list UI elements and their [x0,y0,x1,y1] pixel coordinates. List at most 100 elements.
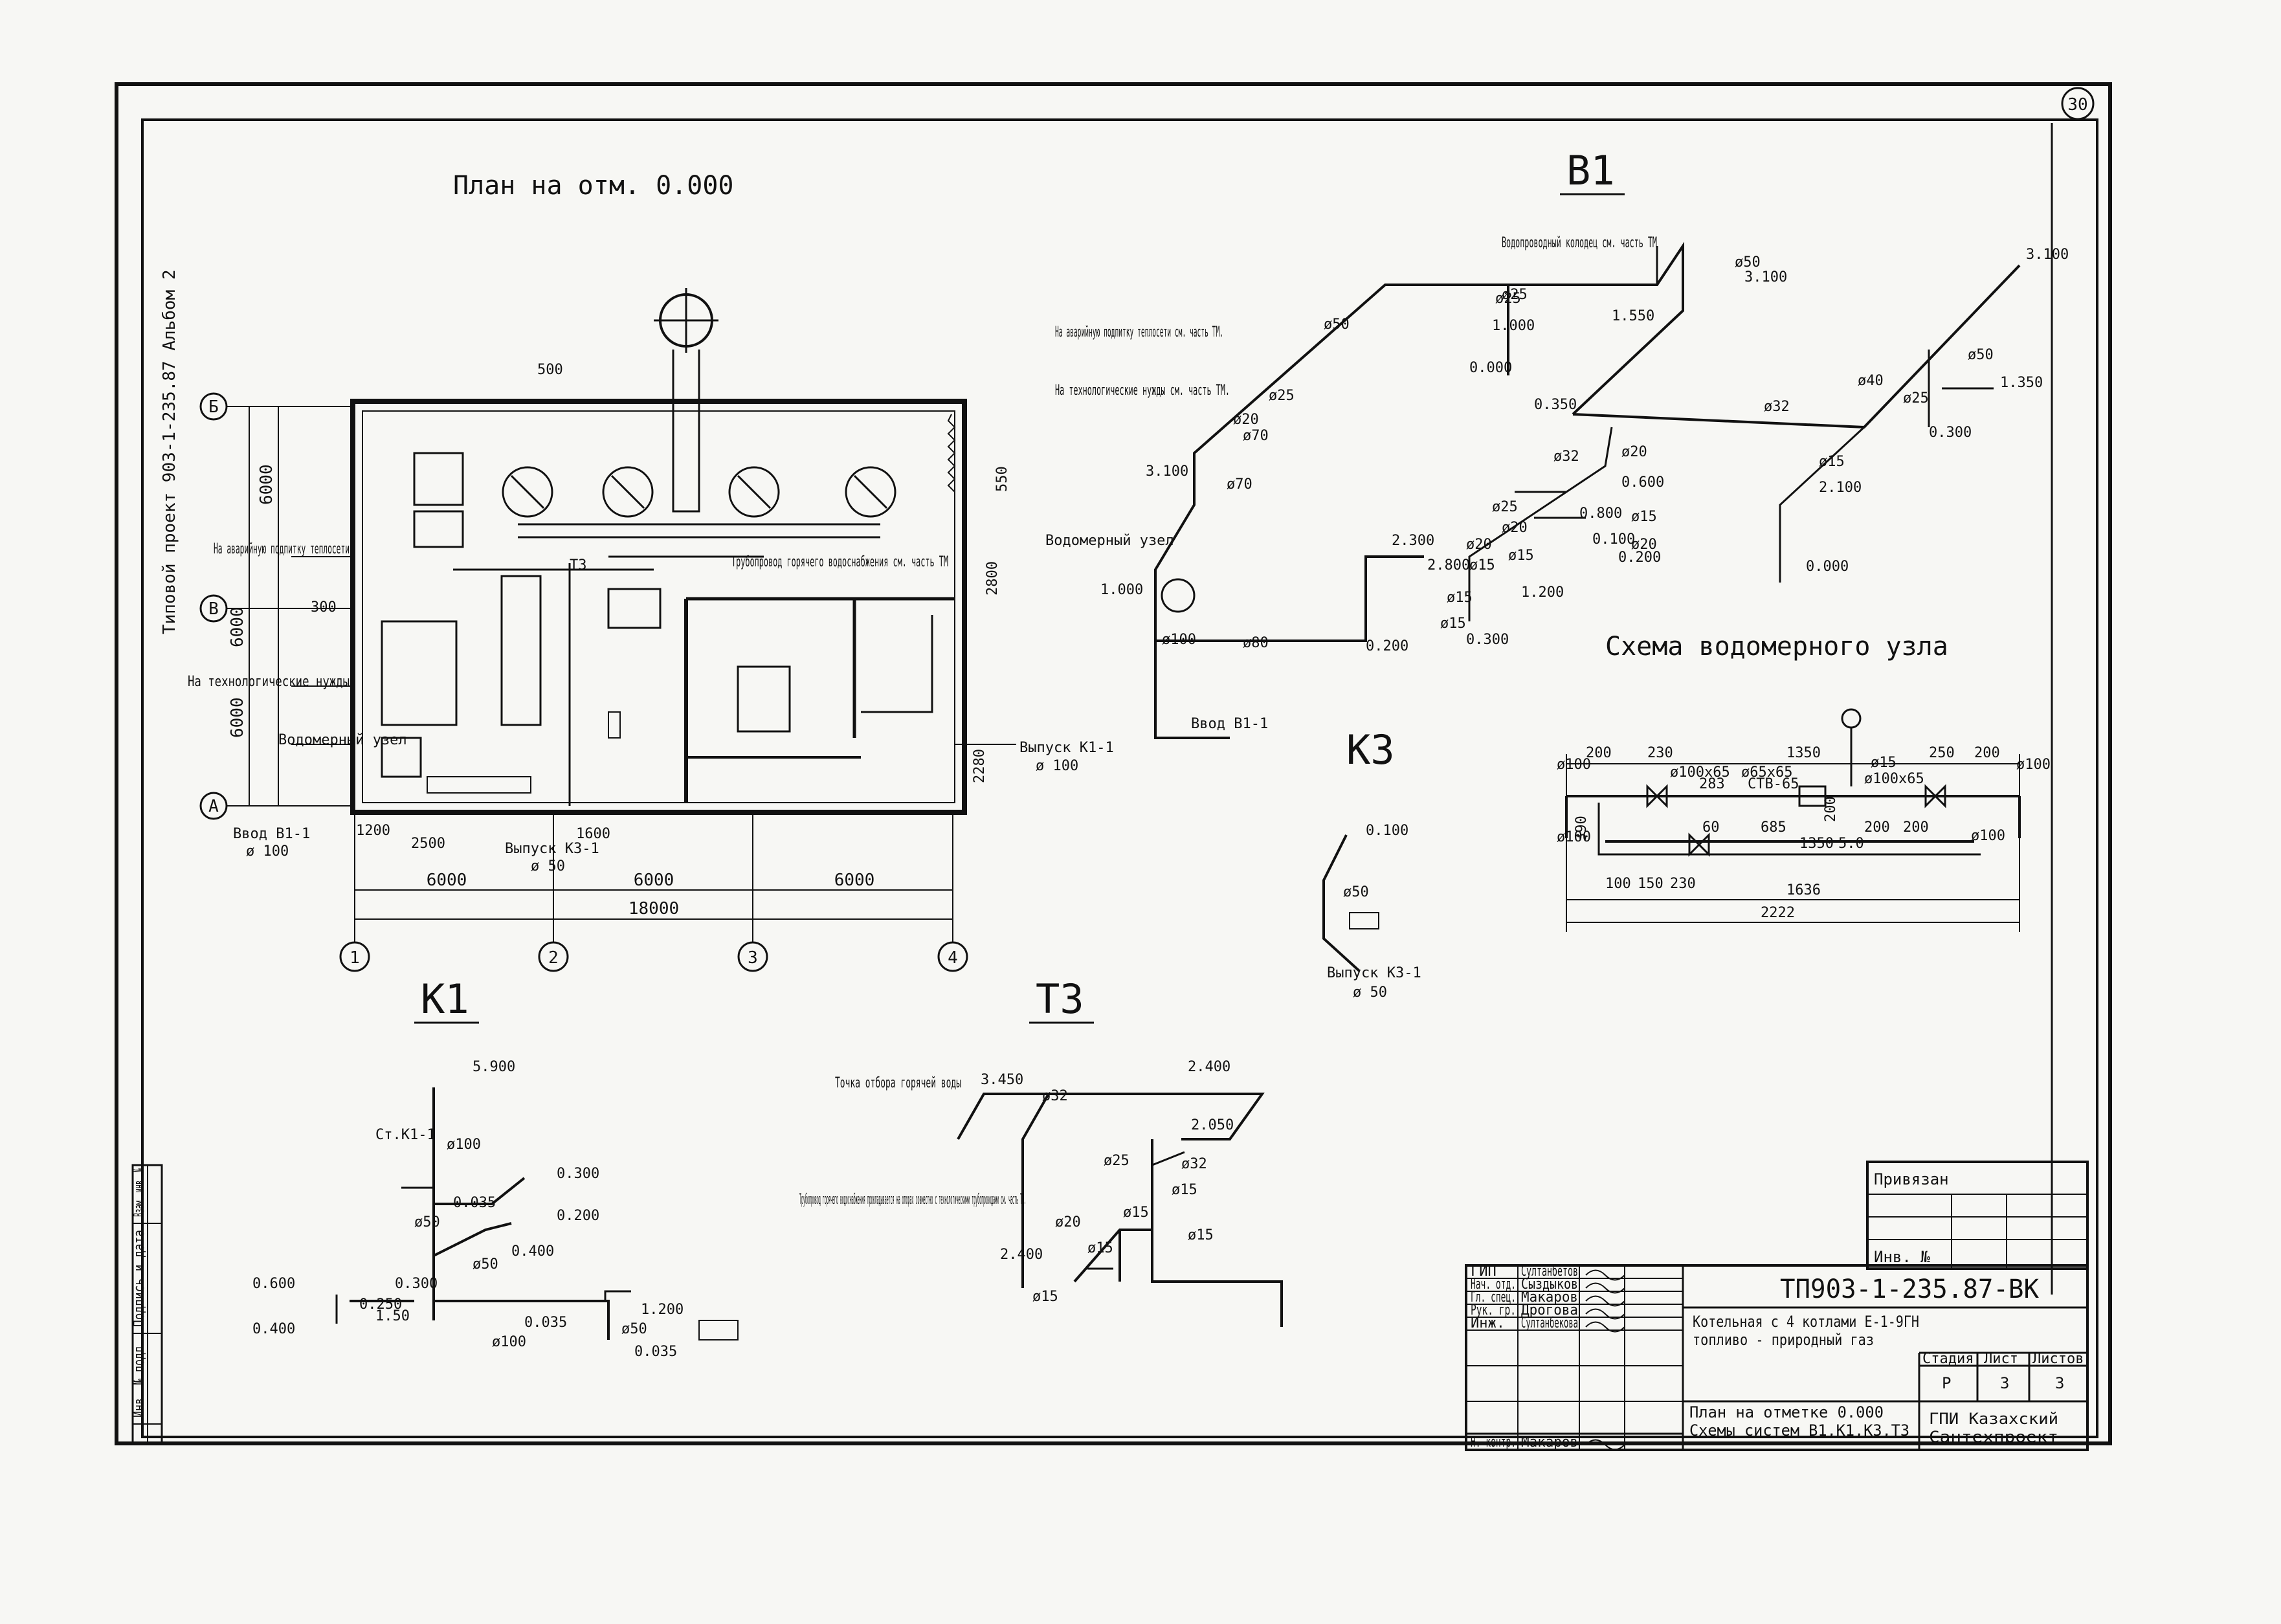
org-2: Сантехпроект [1929,1428,2058,1446]
svg-text:ø50: ø50 [621,1321,647,1337]
svg-text:200: 200 [1586,745,1612,761]
svg-text:1.50: 1.50 [375,1308,410,1324]
svg-text:1350: 1350 [1799,836,1834,852]
sheet-name-2: Схемы систем В1,К1,К3,Т3 [1689,1421,1909,1440]
plan-dim-right-1: 2800 [985,561,1001,595]
svg-text:150: 150 [1638,876,1663,892]
svg-text:ø100: ø100 [1557,757,1591,773]
svg-text:250: 250 [1929,745,1955,761]
svg-text:Инв. №: Инв. № [1874,1248,1930,1266]
svg-text:ø32: ø32 [1042,1088,1068,1104]
svg-text:Инж.: Инж. [1471,1315,1505,1331]
t3-tochka: Точка отбора горячей воды [835,1075,961,1091]
svg-text:ø15: ø15 [1469,557,1495,573]
svg-text:ø15: ø15 [1440,616,1466,632]
svg-text:ø15: ø15 [1087,1240,1113,1256]
sheet-number-badge [2061,87,2095,120]
b1-label-tekh: На технологические нужды см. часть ТМ. [1055,383,1230,399]
svg-text:ø32: ø32 [1553,449,1579,465]
plan-title: План на отм. 0.000 [453,171,733,201]
svg-text:4: 4 [948,948,958,968]
plan-label-truboprovod: Трубопровод горячего водоснабжения см. ч… [731,554,948,570]
side-stamp: Типовой проект 903-1-235.87 Альбом 2 [160,269,179,634]
svg-text:0.300: 0.300 [1929,425,1972,441]
svg-text:ø15: ø15 [1447,590,1473,606]
svg-text:1.200: 1.200 [641,1302,684,1318]
vodomer-title: Схема водомерного узла [1605,632,1948,662]
b1-label-vvod: Ввод В1-1 [1191,716,1268,732]
b1-label-vodoprov: Водопроводный колодец см. часть ТМ [1502,235,1657,251]
plan-label-t3: Т3 [570,557,587,573]
svg-text:3.100: 3.100 [1744,269,1787,285]
b1-marks: 3.100 1.000 0.000 2.300 2.800 0.200 0.30… [1100,247,2069,654]
svg-text:ø100: ø100 [1971,828,2005,844]
svg-text:ø32: ø32 [1764,399,1790,415]
plan-dim-small-1: 2500 [411,836,445,852]
sheet-name-1: План на отметке 0.000 [1689,1403,1884,1421]
b1-label-avar: На аварийную подпитку теплосети см. част… [1055,324,1223,340]
svg-text:0.035: 0.035 [634,1344,677,1360]
svg-text:ø20: ø20 [1466,537,1492,553]
svg-text:В: В [208,599,219,619]
svg-text:Подпись и дата: Подпись и дата [131,1230,148,1327]
svg-text:230: 230 [1670,876,1696,892]
svg-text:Макаров: Макаров [1521,1434,1578,1451]
svg-text:ø15: ø15 [1871,755,1897,771]
svg-text:1.350: 1.350 [2000,375,2043,391]
svg-text:3.100: 3.100 [1146,463,1188,480]
svg-text:1.000: 1.000 [1492,318,1535,334]
svg-text:1.550: 1.550 [1612,308,1654,324]
svg-text:0.000: 0.000 [1806,559,1849,575]
vodomer-diagram [1565,708,2021,932]
plan-label-vypusk-k31-d: ø 50 [531,858,565,874]
svg-text:ø100: ø100 [492,1334,526,1350]
svg-text:0.300: 0.300 [557,1166,599,1182]
svg-text:3: 3 [2000,1374,2009,1392]
svg-text:0.600: 0.600 [1621,474,1664,491]
svg-text:0.400: 0.400 [252,1321,295,1337]
svg-text:1: 1 [350,948,360,968]
svg-text:ø20: ø20 [1055,1214,1081,1230]
svg-text:5.0: 5.0 [1838,836,1864,852]
svg-text:ø50: ø50 [1735,254,1761,271]
svg-text:2.100: 2.100 [1819,480,1862,496]
svg-text:ø25: ø25 [1269,388,1295,404]
svg-text:ø32: ø32 [1181,1156,1207,1172]
svg-text:CTB-65: CTB-65 [1748,776,1799,792]
svg-text:Б: Б [208,397,219,417]
k3-vypusk: Выпуск К3-1 [1327,965,1421,981]
svg-text:ø20: ø20 [1233,412,1259,428]
svg-text:3: 3 [748,948,758,968]
k3-mark-2: ø50 [1343,884,1369,900]
svg-text:ø70: ø70 [1243,428,1269,444]
plan-label-vypusk-k31: Выпуск К3-1 [505,841,599,857]
b1-label-vodomer: Водомерный узел [1045,533,1174,549]
k1-diameters: ø100 ø50 ø50 ø100 ø50 [414,1137,647,1350]
svg-text:ø15: ø15 [1123,1205,1149,1221]
svg-text:685: 685 [1761,819,1786,836]
svg-text:ø20: ø20 [1631,537,1657,553]
t3-title: Т3 [1036,975,1084,1023]
svg-text:5.900: 5.900 [473,1059,515,1075]
doc-name-2: топливо - природный газ [1693,1331,1874,1349]
svg-text:ø50: ø50 [473,1256,498,1273]
svg-text:100: 100 [1605,876,1631,892]
svg-text:Взам. инв. №: Взам. инв. № [131,1168,148,1217]
svg-text:2.400: 2.400 [1000,1247,1043,1263]
svg-text:0.300: 0.300 [395,1276,438,1292]
svg-text:0.000: 0.000 [1469,360,1512,376]
plan-dim-500: 500 [537,362,563,378]
svg-text:ø25: ø25 [1492,499,1518,515]
sheet-number: 30 [2067,95,2087,115]
t3-pipes [957,1093,1283,1327]
svg-text:0.600: 0.600 [252,1276,295,1292]
svg-text:0.200: 0.200 [1618,550,1661,566]
svg-text:Инв. № подл.: Инв. № подл. [131,1340,148,1418]
k3-pipe [1322,834,1361,972]
title-block: ТП903-1-235.87-ВК Котельная с 4 котлами … [1465,1263,2089,1451]
svg-text:0.300: 0.300 [1466,632,1509,648]
plan-label-avar: На аварийную подпитку теплосети [214,541,350,557]
svg-text:ø100х65: ø100х65 [1670,764,1730,781]
k1-pipes [335,1087,739,1340]
